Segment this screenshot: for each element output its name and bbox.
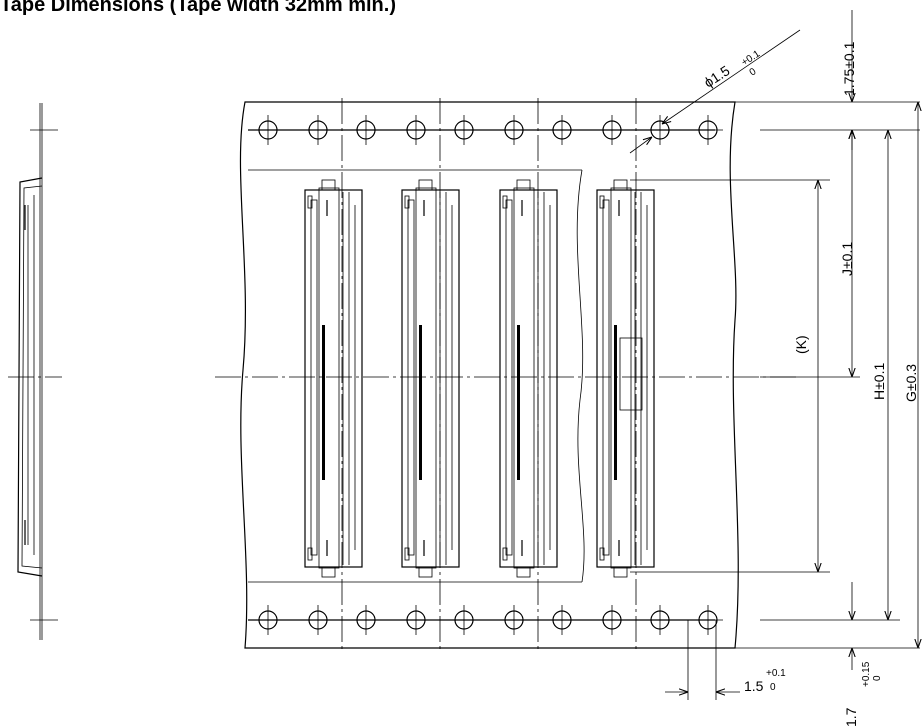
depth-tol-lower: 0 <box>872 675 883 681</box>
carrier-tape <box>215 101 800 649</box>
sprocket-hole <box>693 115 723 145</box>
depth-tol-upper: +0.15 <box>861 661 872 687</box>
connector <box>499 179 558 578</box>
sprocket-hole <box>449 605 479 635</box>
sprocket-hole <box>351 605 381 635</box>
hole-diameter-tol-lower: 0 <box>748 66 759 78</box>
sprocket-hole <box>547 605 577 635</box>
sprocket-hole <box>645 605 675 635</box>
pitch-tol-upper: +0.1 <box>766 668 786 679</box>
sprocket-hole <box>693 605 723 635</box>
k-label: (K) <box>793 335 809 354</box>
sprocket-hole <box>303 605 333 635</box>
sprocket-hole <box>547 115 577 145</box>
dimension-lines <box>629 10 920 700</box>
h-label: H±0.1 <box>871 363 887 400</box>
sprocket-hole <box>645 115 675 145</box>
sprocket-holes-top <box>253 115 723 145</box>
pitch-label: 1.5 <box>744 678 764 694</box>
sprocket-hole <box>303 115 333 145</box>
edge-offset-label: 1.75±0.1 <box>841 41 857 96</box>
pitch-tol-lower: 0 <box>770 682 776 693</box>
sprocket-hole <box>597 115 627 145</box>
side-view <box>8 103 62 640</box>
connector <box>596 179 655 578</box>
sprocket-hole <box>253 115 283 145</box>
sprocket-hole <box>401 115 431 145</box>
sprocket-hole <box>351 115 381 145</box>
pitch-center-lines <box>341 98 637 652</box>
j-label: J±0.1 <box>839 242 855 276</box>
depth-label: 1.7 <box>843 707 859 727</box>
sprocket-hole <box>597 605 627 635</box>
sprocket-hole <box>499 605 529 635</box>
connector-pockets <box>304 179 655 578</box>
hole-diameter-tol-upper: +0.1 <box>740 48 763 68</box>
sprocket-hole <box>253 605 283 635</box>
sprocket-holes-bottom <box>253 605 723 635</box>
g-label: G±0.3 <box>903 364 919 402</box>
sprocket-hole <box>401 605 431 635</box>
drawing-title: Tape Dimensions (Tape width 32mm min.) <box>0 0 396 16</box>
connector <box>304 179 363 578</box>
sprocket-hole <box>449 115 479 145</box>
sprocket-hole <box>499 115 529 145</box>
connector <box>401 179 460 578</box>
